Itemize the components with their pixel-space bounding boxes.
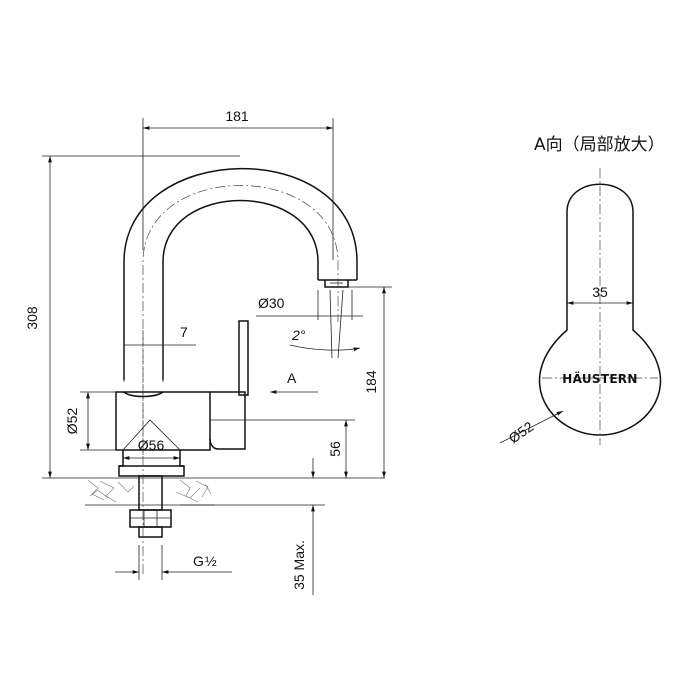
dim-35-max: 35 Max.	[291, 540, 307, 590]
dimension-lines	[42, 118, 392, 595]
dim-184: 184	[363, 370, 379, 394]
brand-logo-text: HÄUSTERN	[562, 371, 637, 386]
dim-thread-fraction: ½	[205, 553, 217, 569]
dim-181: 181	[225, 108, 249, 124]
dim-56: 56	[327, 441, 343, 457]
detail-width-35: 35	[592, 284, 608, 300]
dimension-labels: 181 308 Ø30 7 2° A 184 Ø52 Ø56 56 35 Max…	[24, 108, 379, 590]
detail-view-a: A向（局部放大） 35 HÄUSTERN Ø52	[499, 135, 665, 446]
dim-angle: 2°	[291, 327, 306, 343]
view-a-marker: A	[287, 370, 297, 386]
countertop-section	[85, 477, 385, 506]
dim-308: 308	[24, 306, 40, 330]
dim-7: 7	[180, 324, 188, 340]
dim-spout-dia: Ø30	[258, 295, 285, 311]
dim-base-dia: Ø56	[138, 437, 165, 453]
dim-body-dia: Ø52	[64, 408, 80, 435]
faucet-side-view	[115, 167, 358, 575]
detail-title: A向（局部放大）	[534, 135, 665, 155]
dim-thread: G	[193, 553, 204, 569]
detail-dia-52: Ø52	[506, 418, 537, 446]
